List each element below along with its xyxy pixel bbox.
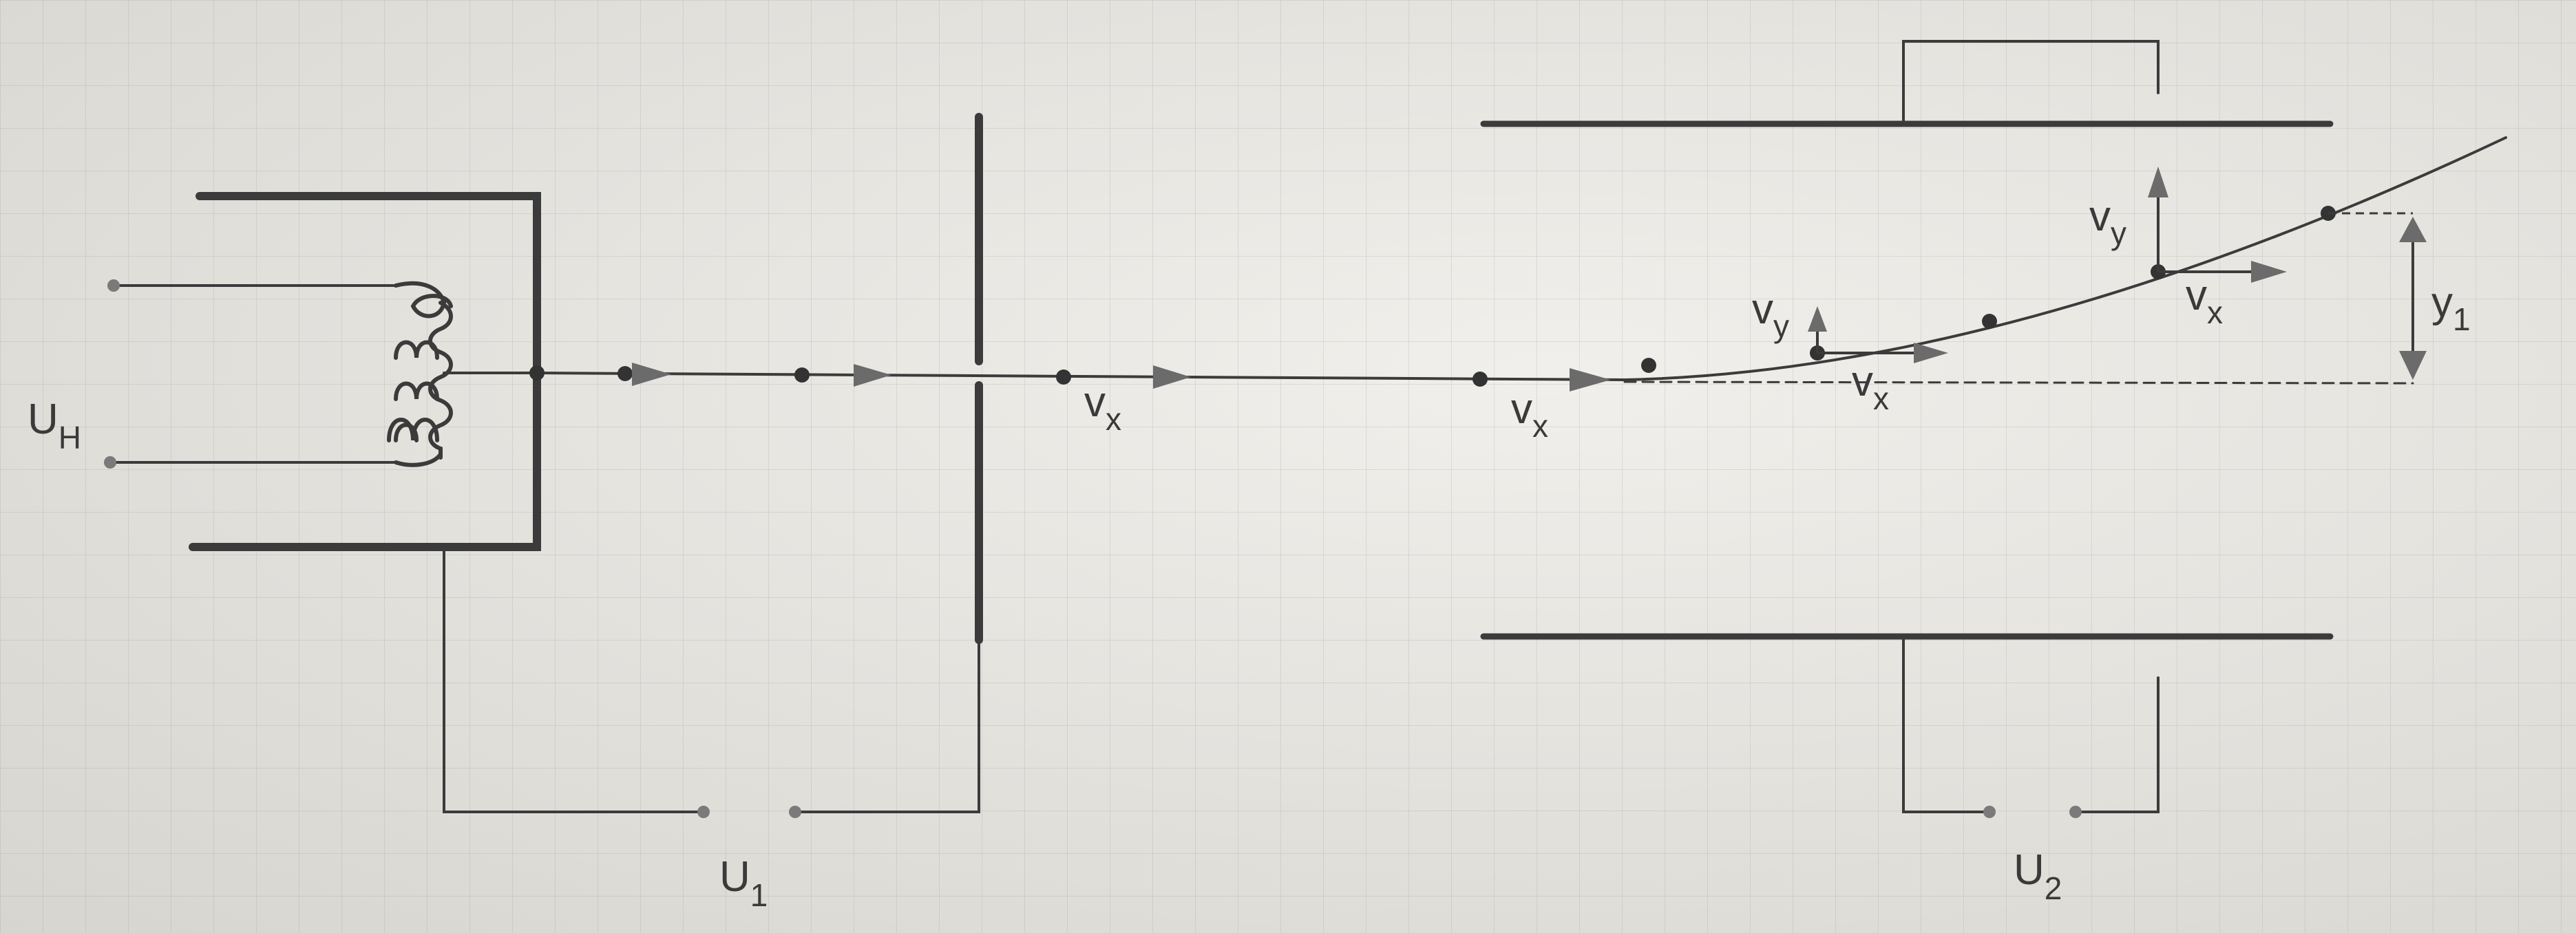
- vx-arrowhead-middle: [1914, 343, 1948, 363]
- electron-dot: [1641, 358, 1656, 373]
- vx-label-anode: vx: [1084, 378, 1121, 437]
- beam-arrow: [854, 364, 891, 387]
- u2-label: U2: [2014, 846, 2062, 906]
- beam-arrow: [632, 363, 671, 386]
- beam-arrow: [1153, 365, 1191, 389]
- uh-terminal-top: [107, 279, 120, 292]
- filament-coil-right: [428, 301, 453, 460]
- y1-arrowhead-top: [2399, 217, 2427, 242]
- heater-filament-bottom: [394, 452, 443, 467]
- undeflected-reference-line: [1623, 380, 2414, 385]
- electron-dot: [794, 367, 810, 383]
- velocity-vectors: [1808, 167, 2287, 363]
- anode-plate: [794, 113, 983, 813]
- uh-terminal-bottom: [104, 456, 116, 469]
- bottom-plate-lead-right: [2074, 676, 2160, 813]
- electron-dot: [1056, 369, 1071, 385]
- filament-coil-bottom: [387, 340, 439, 442]
- vx-label-plates-entry: vx: [1511, 385, 1548, 444]
- u1-label: U1: [719, 853, 768, 913]
- vx-label-right: vx: [2186, 272, 2223, 330]
- electron-dot: [1472, 372, 1488, 387]
- u2-terminal-left: [1983, 806, 1996, 818]
- top-plate-lead: [1902, 40, 2160, 125]
- beam-direction-arrows: [632, 363, 1611, 392]
- y1-arrowhead-bottom: [2399, 351, 2427, 380]
- deflection-plates: [1480, 40, 2334, 813]
- electron-dot: [617, 366, 633, 381]
- vy-arrowhead-right: [2148, 167, 2168, 197]
- beam-parabola: [1623, 136, 2507, 381]
- cathode-lead-u1: [443, 548, 704, 813]
- vy-arrowhead-middle: [1808, 306, 1827, 332]
- electron-positions: [529, 206, 2336, 387]
- heater-filament-top: [394, 281, 453, 319]
- u1-terminal-right: [789, 806, 801, 818]
- y1-dimension: [2328, 212, 2427, 380]
- cathode-assembly: [109, 192, 704, 813]
- electron-beam: [536, 136, 2507, 385]
- beam-straight: [536, 372, 1626, 381]
- u2-terminal-right: [2069, 806, 2082, 818]
- beam-arrow: [1570, 368, 1611, 392]
- electron-dot: [529, 365, 545, 380]
- uh-label: UH: [28, 396, 81, 455]
- vy-label-middle: vy: [1752, 286, 1789, 344]
- u1-terminal-left: [697, 806, 710, 818]
- bottom-plate-lead-left: [1902, 635, 1991, 813]
- vx-arrowhead-right: [2251, 261, 2287, 283]
- anode-lead-u1: [794, 639, 980, 813]
- y1-label: y1: [2431, 279, 2471, 337]
- vx-label-middle: vx: [1852, 358, 1889, 416]
- electron-dot: [1982, 314, 1997, 329]
- vy-label-right: vy: [2089, 193, 2126, 251]
